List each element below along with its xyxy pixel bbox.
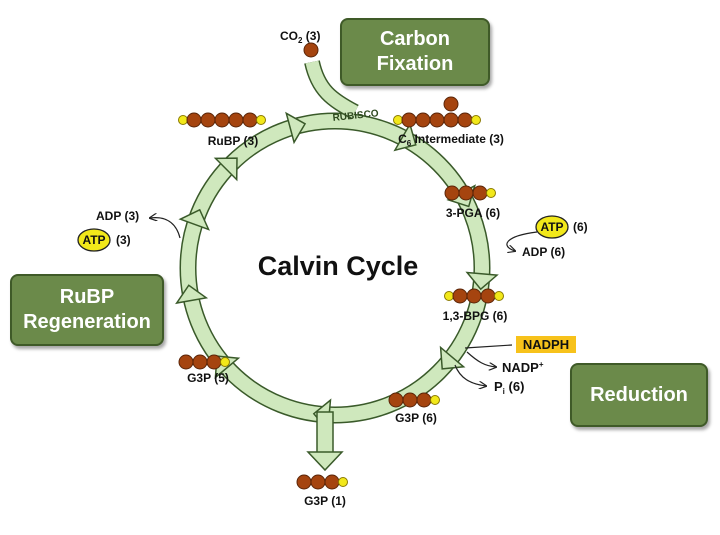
carbon-atom <box>472 185 488 201</box>
carbon-atom <box>466 288 482 304</box>
pga-label: 3-PGA (6) <box>446 206 500 220</box>
atp-label: ATP <box>82 233 105 247</box>
bpg-molecule <box>444 288 504 304</box>
carbon-atom <box>206 354 222 370</box>
phosphate-atom <box>430 395 440 405</box>
carbon-atom <box>402 392 418 408</box>
g3p-1-molecule <box>296 474 348 490</box>
adp-6-label: ADP (6) <box>522 245 565 259</box>
direction-chevron <box>175 284 209 305</box>
direction-chevron <box>285 111 307 145</box>
nadph-label: NADPH <box>523 337 569 352</box>
carbon-atom <box>452 288 468 304</box>
direction-chevron <box>213 157 238 182</box>
phosphate-atom <box>486 188 496 198</box>
carbon-atom <box>415 112 431 128</box>
nadp-label: NADP+ <box>502 360 544 375</box>
g3p-6-label: G3P (6) <box>395 411 437 425</box>
c6-intermediate-molecule <box>393 96 481 128</box>
atp-3-count: (3) <box>116 233 131 247</box>
carbon-atom <box>324 474 340 490</box>
carbon-atom <box>200 112 216 128</box>
carbon-atom <box>296 474 312 490</box>
pga-molecule <box>444 185 496 201</box>
phosphate-atom <box>393 115 403 125</box>
carbon-atom <box>457 112 473 128</box>
cycle-ring <box>179 112 491 424</box>
carbon-atom <box>388 392 404 408</box>
diagram-title: Calvin Cycle <box>258 251 419 281</box>
carbon-atom <box>444 185 460 201</box>
phosphate-atom <box>220 357 230 367</box>
carbon-atom <box>303 42 319 58</box>
direction-chevron <box>465 271 499 291</box>
rubp-regeneration-box: RuBP Regeneration <box>10 274 164 346</box>
reduction-cofactors: NADPH NADP+ Pi (6) <box>454 336 576 396</box>
g3p-1-label: G3P (1) <box>304 494 346 508</box>
c6-intermediate-label: C6 Intermediate (3) <box>398 132 504 148</box>
bpg-label: 1,3-BPG (6) <box>443 309 508 323</box>
phosphate-atom <box>471 115 481 125</box>
carbon-atom <box>443 112 459 128</box>
carbon-atom <box>178 354 194 370</box>
direction-chevron <box>393 122 417 152</box>
co2-molecule: CO2 (3) <box>280 29 320 58</box>
direction-chevron <box>439 345 466 370</box>
pi-label: Pi (6) <box>494 379 524 396</box>
co2-label: CO2 (3) <box>280 29 320 45</box>
carbon-atom <box>310 474 326 490</box>
phosphate-atom <box>444 291 454 301</box>
rubp-molecule <box>178 112 266 128</box>
phosphate-atom <box>178 115 188 125</box>
carbon-atom <box>186 112 202 128</box>
atp-6-count: (6) <box>573 220 588 234</box>
enzyme-label: RUBISCO <box>332 108 379 124</box>
g3p-5-molecule <box>178 354 230 370</box>
carbon-atom <box>192 354 208 370</box>
g3p-output-arrow <box>306 411 344 472</box>
phosphate-atom <box>338 477 348 487</box>
rubp-label: RuBP (3) <box>208 134 258 148</box>
direction-chevron <box>178 208 210 231</box>
g3p-6-molecule <box>388 392 440 408</box>
carbon-atom <box>228 112 244 128</box>
atp-badge <box>77 228 111 252</box>
g3p-5-label: G3P (5) <box>187 371 229 385</box>
carbon-atom <box>214 112 230 128</box>
atp-3-group: ATP (3) ADP (3) <box>77 209 181 252</box>
molecule-chains <box>178 96 504 490</box>
carbon-atom <box>429 112 445 128</box>
carbon-atom <box>416 392 432 408</box>
co2-inflow-arrow <box>304 60 359 120</box>
atp-label: ATP <box>540 220 563 234</box>
carbon-atom <box>458 185 474 201</box>
carbon-atom <box>401 112 417 128</box>
carbon-fixation-box: Carbon Fixation <box>340 18 490 86</box>
nadph-highlight <box>516 336 576 353</box>
carbon-atom <box>443 96 459 112</box>
adp-3-label: ADP (3) <box>96 209 139 223</box>
atp-badge <box>535 215 569 239</box>
phosphate-atom <box>256 115 266 125</box>
carbon-atom <box>480 288 496 304</box>
atp-6-group: ATP (6) ADP (6) <box>506 215 588 259</box>
carbon-atom <box>242 112 258 128</box>
phosphate-atom <box>494 291 504 301</box>
reduction-box: Reduction <box>570 363 708 427</box>
